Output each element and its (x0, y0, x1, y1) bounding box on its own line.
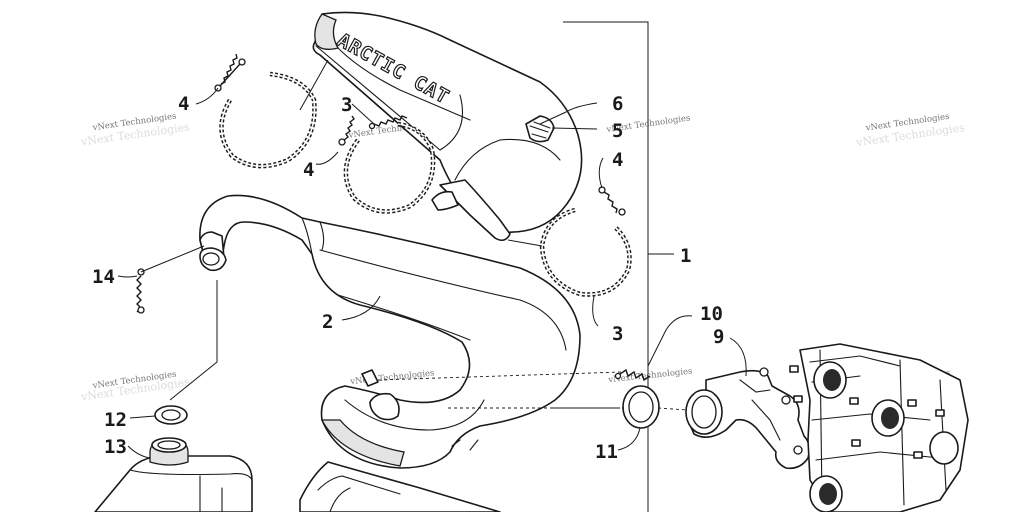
muffler: ARCTIC CAT (312, 11, 583, 242)
watermark: vNext Technologies vNext Technologies (854, 112, 965, 149)
callout-4-right: 4 (612, 149, 623, 171)
callout-10: 10 (700, 303, 723, 325)
cylinder-port (813, 361, 847, 399)
callout-11: 11 (595, 441, 618, 463)
callout-6: 6 (612, 93, 623, 115)
cylinder-port (929, 431, 959, 465)
spring-ring-center (343, 121, 436, 214)
callout-13: 13 (104, 436, 127, 458)
cylinder-port (871, 399, 905, 437)
callout-12: 12 (104, 409, 127, 431)
callout-14: 14 (92, 266, 115, 288)
resonator (94, 437, 253, 512)
spring-ring-right (539, 207, 632, 297)
assembly-bracket (563, 21, 674, 512)
callout-3-lower: 3 (612, 323, 623, 345)
spring-left (214, 53, 246, 92)
callout-4-center: 4 (303, 159, 314, 181)
watermark: vNext Technologies (349, 368, 435, 387)
cylinder-studs (789, 365, 945, 459)
grommet (154, 405, 188, 425)
callout-4-left: 4 (178, 93, 189, 115)
watermark-text: vNext Technologies (349, 368, 435, 387)
callout-1: 1 (680, 245, 691, 267)
callouts: 1 2 3 3 4 4 4 5 6 9 10 11 12 13 14 (92, 93, 724, 463)
heat-shield (299, 461, 501, 512)
callout-2: 2 (322, 311, 333, 333)
spring-right (598, 186, 626, 216)
watermark: vNext Technologies vNext Technologies (79, 112, 190, 149)
spring-center (338, 115, 408, 146)
callout-3-upper: 3 (341, 94, 352, 116)
expansion-chamber (199, 194, 581, 469)
leader-lines (117, 59, 747, 459)
cylinder-port (809, 475, 843, 512)
exhaust-seal (622, 385, 660, 429)
spring-ring-left (219, 71, 317, 169)
callout-5: 5 (612, 120, 623, 142)
watermark: vNext Technologies vNext Technologies (79, 370, 190, 404)
spring-exhaust-pipe (136, 268, 145, 314)
exhaust-manifold (685, 367, 811, 470)
muffler-grommet (525, 115, 555, 143)
callout-9: 9 (713, 326, 724, 348)
flange-spring (614, 368, 651, 382)
engine-cylinders (789, 343, 969, 512)
